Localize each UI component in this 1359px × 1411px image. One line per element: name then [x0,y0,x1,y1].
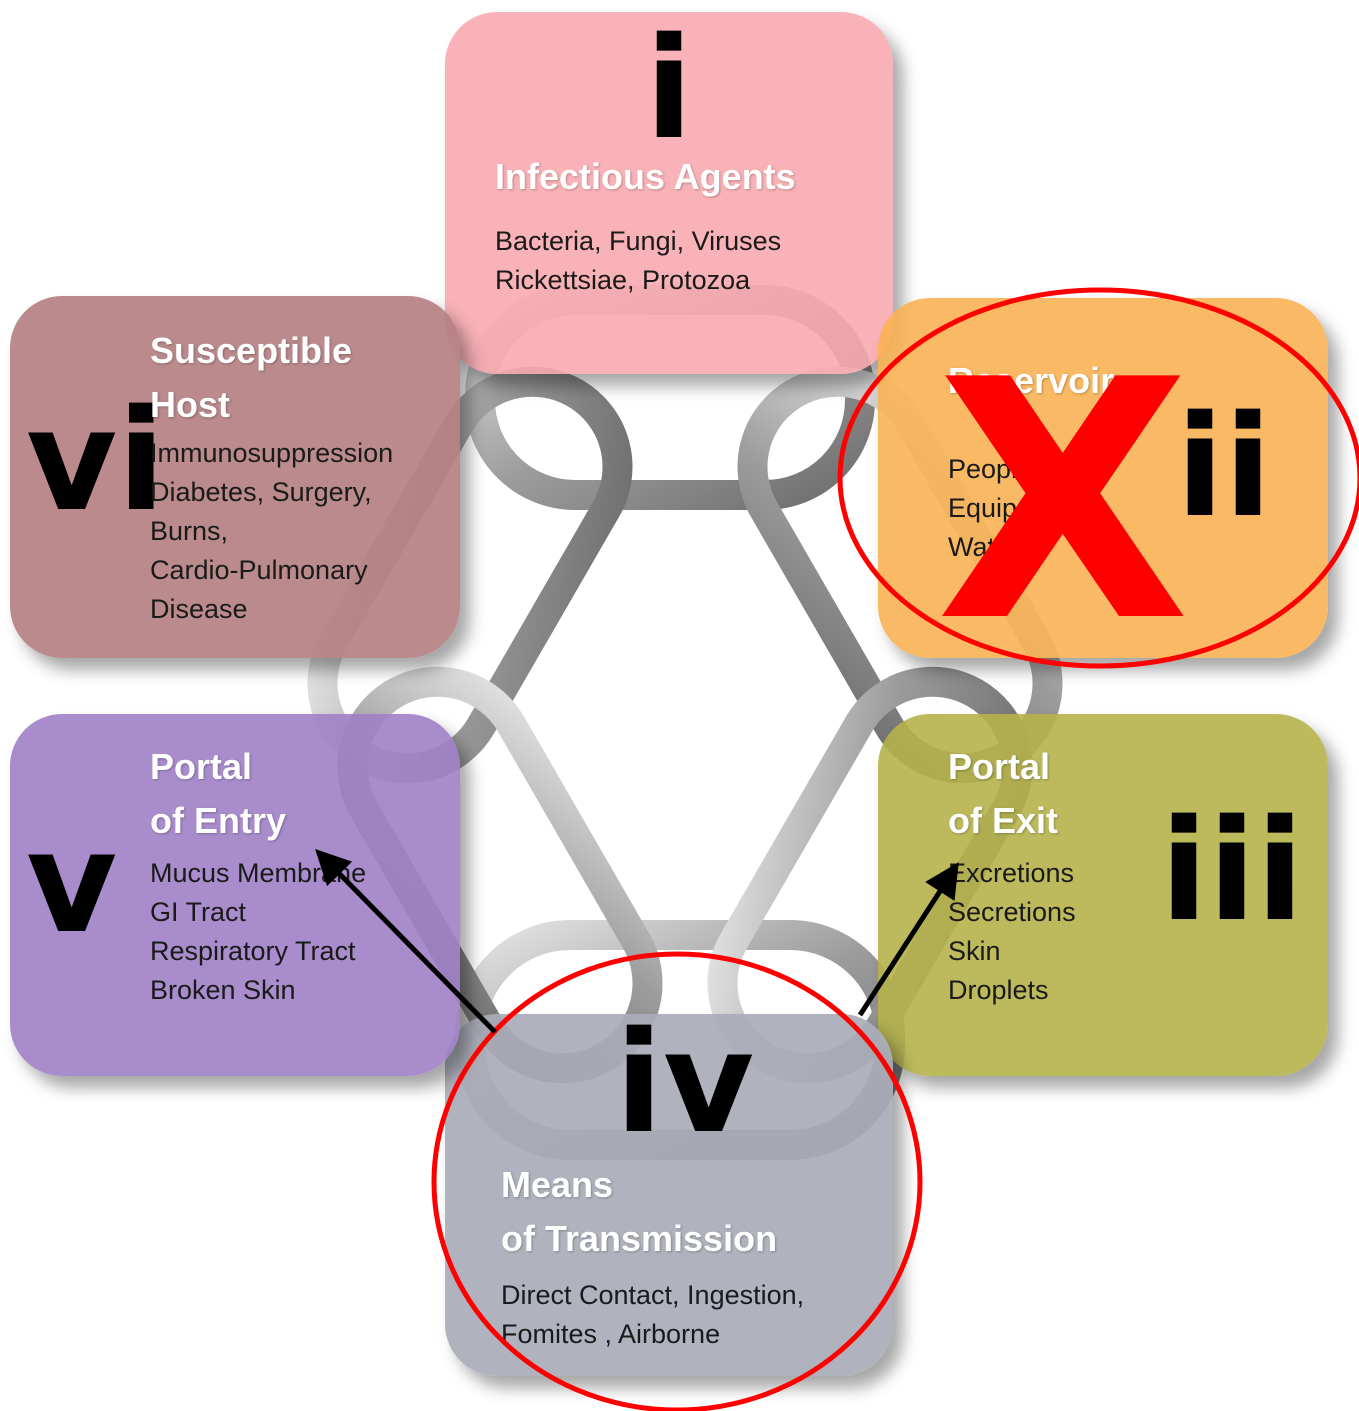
node-title: Reservoir [948,360,1115,401]
node-infectious-agents: i Infectious Agents Bacteria, Fungi, Vir… [445,12,893,374]
numeral-iii: iii [1160,790,1304,953]
numeral-iv: iv [615,1014,755,1165]
node-items: Direct Contact, Ingestion, Fomites , Air… [501,1280,805,1349]
node-title: Portal of Exit [948,746,1059,841]
node-portal-of-entry: v Portal of Entry Mucus Membrane GI Trac… [10,714,460,1076]
node-items: Excretions Secretions Skin Droplets [948,858,1076,1005]
node-title: Infectious Agents [495,156,796,197]
node-portal-of-exit: Portal of Exit Excretions Secretions Ski… [878,714,1328,1076]
numeral-ii: ii [1176,386,1272,549]
node-means-of-transmission: iv Means of Transmission Direct Contact,… [445,1014,893,1376]
node-title: Means of Transmission [501,1164,778,1259]
node-items: People Equipment Water [948,454,1078,562]
node-title: Portal of Entry [150,746,287,841]
node-items: Mucus Membrane GI Tract Respiratory Trac… [150,858,367,1005]
node-items: Immunosuppression Diabetes, Surgery, Bur… [150,438,394,624]
node-title: Susceptible Host [150,330,353,425]
numeral-i: i [645,12,693,171]
node-items: Bacteria, Fungi, Viruses Rickettsiae, Pr… [495,226,782,295]
numeral-v: v [26,802,118,965]
numeral-vi: vi [26,380,166,543]
node-reservoir: Reservoir People Equipment Water ii [878,298,1328,658]
node-susceptible-host: vi Susceptible Host Immunosuppression Di… [10,296,460,658]
